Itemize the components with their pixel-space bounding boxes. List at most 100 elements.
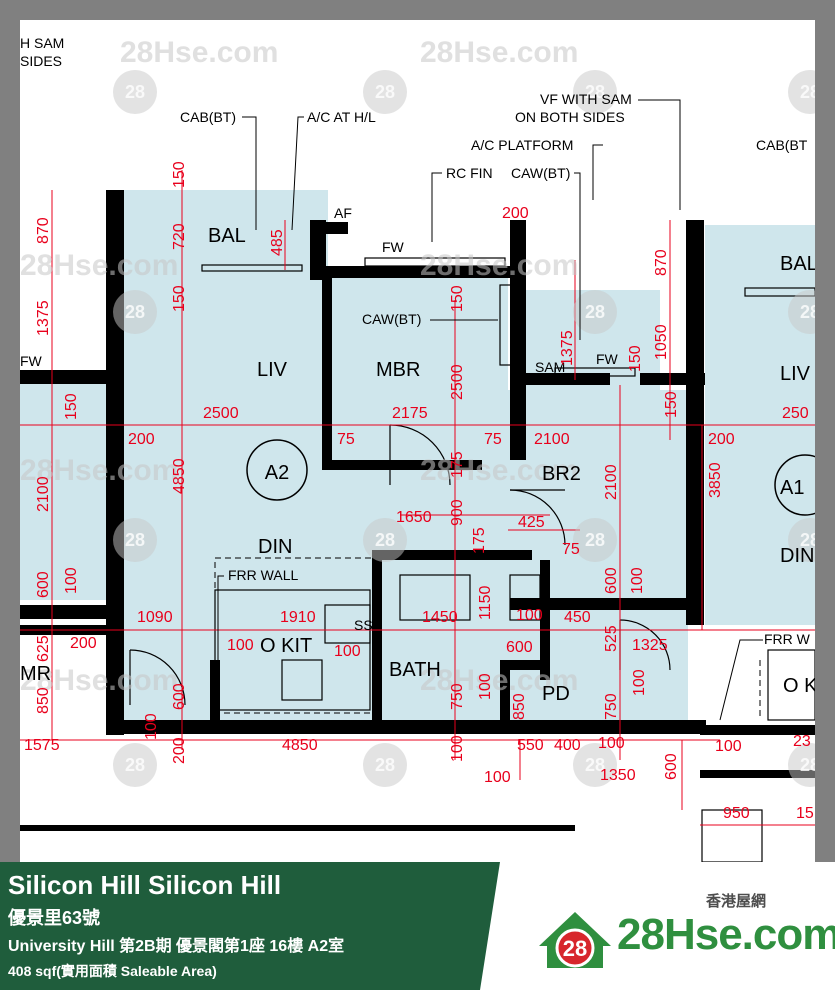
svg-text:VF WITH SAM: VF WITH SAM: [540, 91, 632, 107]
property-info-panel: Silicon Hill Silicon Hill 優景里63號 Univers…: [0, 862, 500, 990]
svg-text:RC FIN: RC FIN: [446, 165, 493, 181]
svg-text:600: 600: [35, 571, 52, 598]
property-title: Silicon Hill Silicon Hill: [8, 870, 282, 900]
unit-a1-label: A1: [780, 477, 804, 499]
svg-text:100: 100: [629, 567, 646, 594]
room-din-right: DIN: [780, 545, 814, 567]
svg-text:28Hse.com: 28Hse.com: [420, 454, 578, 487]
svg-text:2100: 2100: [603, 464, 620, 500]
svg-text:1350: 1350: [600, 767, 636, 784]
svg-text:28: 28: [800, 302, 815, 322]
svg-text:SAM: SAM: [535, 359, 565, 375]
svg-text:600: 600: [663, 753, 680, 780]
room-din: DIN: [258, 536, 292, 558]
svg-text:870: 870: [35, 217, 52, 244]
svg-text:28: 28: [800, 755, 815, 775]
room-bal-right: BAL: [780, 253, 815, 275]
dimension-labels: 150 720 150 485 870 1375 200 150 2500 13…: [24, 161, 814, 822]
svg-text:28: 28: [125, 302, 145, 322]
svg-text:100: 100: [715, 738, 742, 755]
room-liv-right: LIV: [780, 363, 811, 385]
svg-text:CAW(BT): CAW(BT): [511, 165, 570, 181]
svg-text:100: 100: [598, 735, 625, 752]
house-logo-icon: 28: [539, 912, 611, 968]
svg-text:ON BOTH SIDES: ON BOTH SIDES: [515, 109, 625, 125]
svg-text:870: 870: [653, 249, 670, 276]
svg-text:150: 150: [171, 285, 188, 312]
svg-text:625: 625: [35, 635, 52, 662]
svg-text:28Hse.com: 28Hse.com: [420, 36, 578, 69]
svg-text:485: 485: [269, 229, 286, 256]
room-bath: BATH: [389, 659, 441, 681]
svg-text:100: 100: [334, 643, 361, 660]
room-pd: PD: [542, 683, 570, 705]
svg-text:28Hse.com: 28Hse.com: [420, 249, 578, 282]
svg-text:900: 900: [449, 499, 466, 526]
svg-text:A/C AT H/L: A/C AT H/L: [307, 109, 376, 125]
svg-text:28Hse.com: 28Hse.com: [20, 454, 178, 487]
svg-text:200: 200: [128, 431, 155, 448]
svg-text:28Hse.com: 28Hse.com: [420, 664, 578, 697]
svg-text:1375: 1375: [559, 330, 576, 366]
svg-text:850: 850: [511, 693, 528, 720]
svg-text:28: 28: [125, 82, 145, 102]
svg-text:1325: 1325: [632, 637, 668, 654]
svg-text:28: 28: [125, 755, 145, 775]
svg-text:75: 75: [337, 431, 355, 448]
svg-text:200: 200: [708, 431, 735, 448]
svg-text:CAB(BT): CAB(BT): [180, 109, 236, 125]
svg-text:28: 28: [800, 530, 815, 550]
svg-text:150: 150: [171, 161, 188, 188]
svg-text:FRR W: FRR W: [764, 631, 811, 647]
svg-text:28: 28: [585, 530, 605, 550]
svg-text:400: 400: [554, 737, 581, 754]
svg-text:100: 100: [631, 669, 648, 696]
svg-text:FW: FW: [596, 351, 619, 367]
svg-text:150: 150: [627, 345, 644, 372]
svg-text:150: 150: [663, 391, 680, 418]
svg-text:1450: 1450: [422, 609, 458, 626]
svg-text:2500: 2500: [203, 405, 239, 422]
floor-plan-drawing: 28Hse.com 28Hse.com 28Hse.com 28Hse.com …: [20, 35, 815, 862]
svg-text:AF: AF: [334, 205, 352, 221]
brand-name-cn: 香港屋網: [706, 893, 767, 910]
svg-text:425: 425: [518, 514, 545, 531]
svg-text:750: 750: [449, 683, 466, 710]
svg-text:100: 100: [63, 567, 80, 594]
svg-text:23: 23: [793, 733, 811, 750]
dashed-lines: [214, 557, 761, 720]
room-bal: BAL: [208, 225, 246, 247]
svg-text:28: 28: [585, 82, 605, 102]
logo-badge-text: 28: [563, 936, 587, 961]
dimension-lines: [20, 170, 815, 826]
unit-a2-label: A2: [265, 462, 289, 484]
svg-text:FW: FW: [20, 353, 43, 369]
watermarks: 28Hse.com 28Hse.com 28Hse.com 28Hse.com …: [20, 36, 815, 787]
brand-name: 28Hse.com: [617, 910, 835, 959]
property-name-cn: 優景里63號: [8, 908, 101, 928]
property-address: University Hill 第2B期 優景閣第1座 16樓 A2室: [8, 938, 345, 955]
svg-text:28: 28: [375, 82, 395, 102]
svg-text:100: 100: [516, 607, 543, 624]
room-kit-right: O K: [783, 675, 815, 697]
svg-text:1650: 1650: [396, 509, 432, 526]
room-mbr: MBR: [376, 359, 420, 381]
svg-text:175: 175: [471, 527, 488, 554]
svg-text:950: 950: [723, 805, 750, 822]
svg-text:100: 100: [227, 637, 254, 654]
svg-text:FW: FW: [382, 239, 405, 255]
room-mr-left: MR: [20, 663, 51, 685]
svg-text:1150: 1150: [477, 585, 494, 620]
room-liv: LIV: [257, 359, 288, 381]
svg-text:28: 28: [375, 530, 395, 550]
svg-text:175: 175: [449, 451, 466, 478]
svg-text:SIDES: SIDES: [20, 53, 62, 69]
svg-text:550: 550: [517, 737, 544, 754]
svg-text:600: 600: [171, 683, 188, 710]
svg-text:450: 450: [564, 609, 591, 626]
brand-logo: 香港屋網 28 28Hse.com: [535, 890, 835, 980]
svg-text:2100: 2100: [534, 431, 570, 448]
svg-text:750: 750: [603, 693, 620, 720]
svg-text:28Hse.com: 28Hse.com: [120, 36, 278, 69]
svg-text:28: 28: [585, 755, 605, 775]
